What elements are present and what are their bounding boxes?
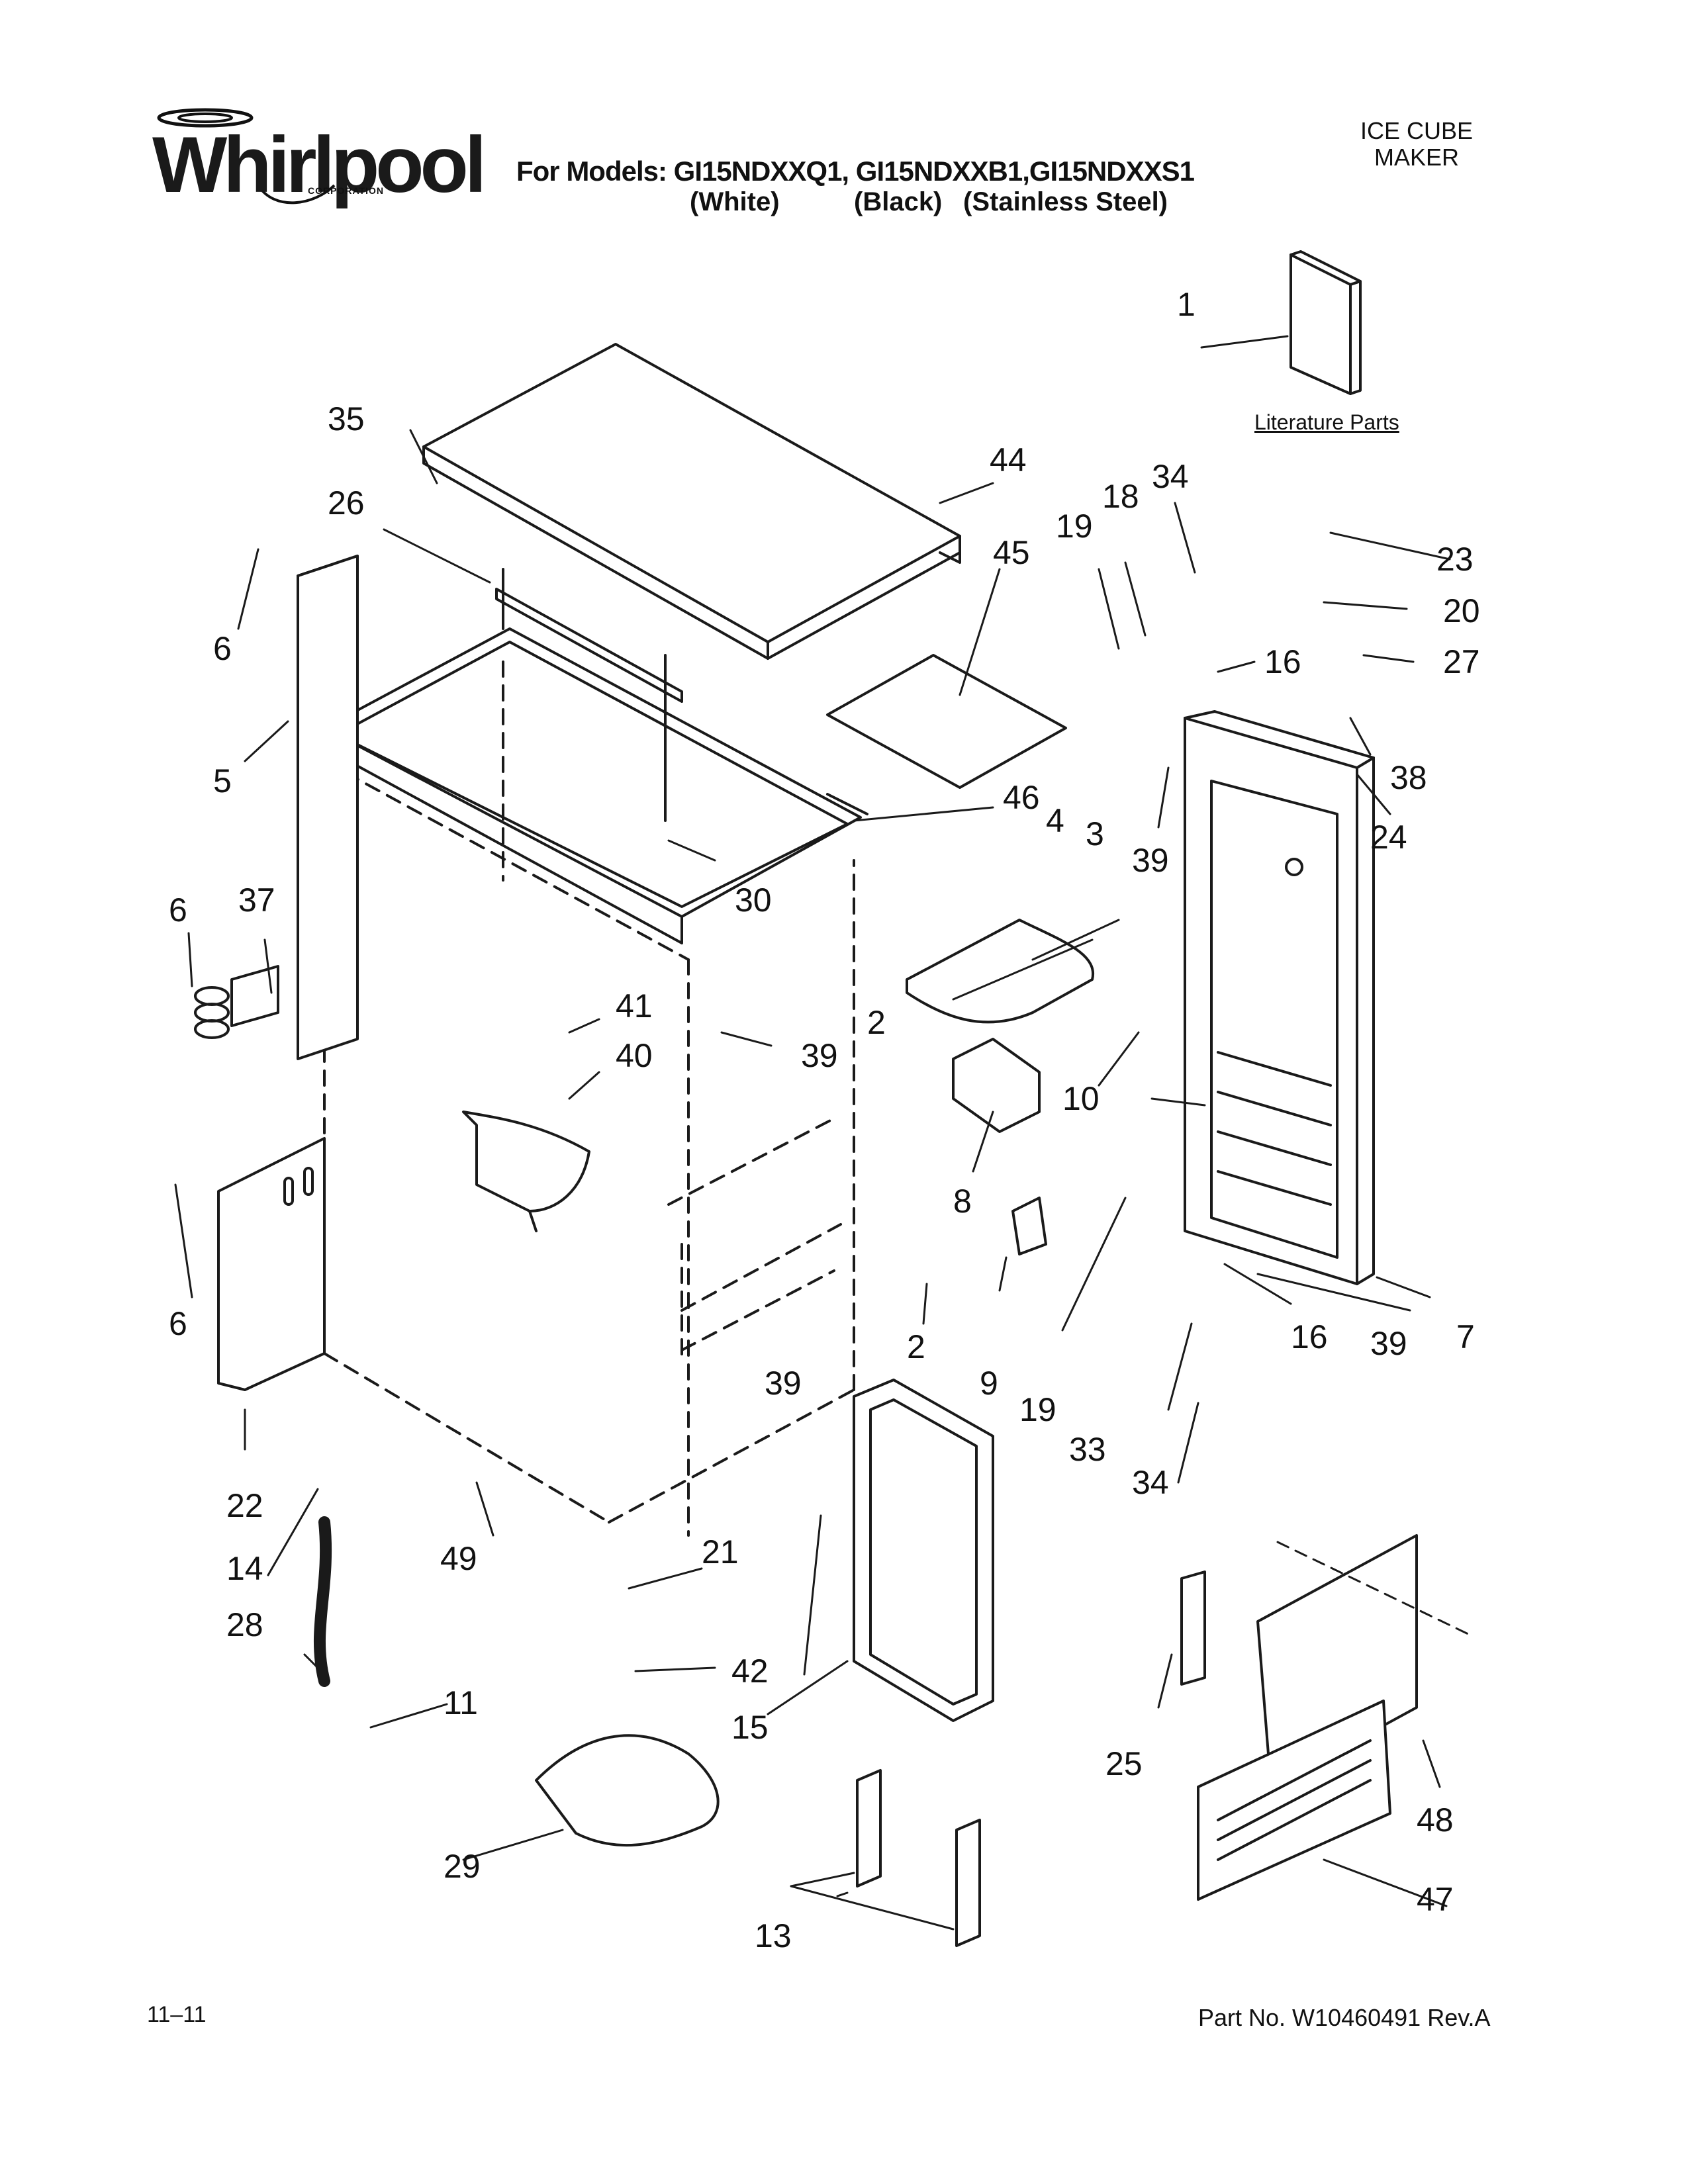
callout-22: 22 — [226, 1487, 263, 1524]
callout-37: 37 — [238, 882, 275, 919]
door-latch — [1011, 1197, 1047, 1255]
callout-33: 33 — [1069, 1431, 1106, 1468]
callout-26: 26 — [328, 484, 365, 522]
callout-6-bottom: 6 — [169, 1305, 187, 1342]
back-panel — [297, 555, 359, 1060]
literature-booklet — [1289, 250, 1362, 395]
callout-23: 23 — [1436, 541, 1474, 578]
cabinet-top-frame — [323, 627, 862, 944]
variant-stainless: (Stainless Steel) — [963, 187, 1168, 216]
insulation-pad — [826, 654, 1067, 789]
callout-30: 30 — [735, 882, 772, 919]
callout-10: 10 — [1062, 1080, 1100, 1117]
callout-7: 7 — [1456, 1318, 1475, 1355]
callout-39-right: 39 — [1370, 1325, 1407, 1362]
cabinet-door — [1184, 710, 1375, 1285]
bin-shelf — [906, 919, 1095, 1024]
callout-39-bottom: 39 — [765, 1365, 802, 1402]
callout-20: 20 — [1443, 592, 1480, 629]
callout-15: 15 — [731, 1709, 769, 1746]
scoop-holder — [952, 1038, 1041, 1133]
callout-40: 40 — [616, 1037, 653, 1074]
callout-2: 2 — [867, 1004, 886, 1041]
callout-35: 35 — [328, 400, 365, 437]
callout-29: 29 — [444, 1848, 481, 1885]
front-rail — [495, 568, 683, 822]
brand-name: Whirlpool — [152, 120, 487, 209]
part-number: Part No. W10460491 Rev.A — [1198, 2004, 1491, 2031]
callout-1: 1 — [1177, 286, 1196, 323]
hinge-bracket — [194, 965, 279, 1039]
whirlpool-logo: Whirlpool CORPORATION — [142, 106, 487, 218]
callout-27: 27 — [1443, 643, 1480, 680]
gasket-strip — [826, 793, 868, 815]
literature-parts-label: Literature Parts — [1254, 410, 1399, 434]
cabinet-outline-dashed — [323, 660, 855, 1537]
variant-black: (Black) — [854, 187, 943, 216]
callout-41: 41 — [616, 987, 653, 1024]
brand-sub: CORPORATION — [308, 185, 384, 196]
trim-strips — [856, 1769, 981, 1947]
callout-13: 13 — [755, 1917, 792, 1954]
callout-39-mid: 39 — [801, 1037, 838, 1074]
callout-16-top: 16 — [1264, 643, 1301, 680]
callout-19-top: 19 — [1056, 508, 1093, 545]
callout-18: 18 — [1102, 478, 1139, 515]
callout-44: 44 — [990, 441, 1027, 478]
callout-3: 3 — [1086, 815, 1104, 852]
callout-21: 21 — [702, 1533, 739, 1570]
models-line: For Models: GI15NDXXQ1, GI15NDXXB1,GI15N… — [516, 156, 1195, 187]
callout-28: 28 — [226, 1606, 263, 1643]
revision-date: 11–11 — [147, 2002, 207, 2027]
callout-46: 46 — [1003, 779, 1040, 816]
callout-19-bottom: 19 — [1019, 1391, 1056, 1428]
callout-38: 38 — [1390, 759, 1427, 796]
callout-4: 4 — [1046, 802, 1064, 839]
leader-lines — [174, 335, 1471, 1931]
variant-white: (White) — [690, 187, 780, 216]
kickplate-grille — [1197, 1534, 1418, 1901]
callout-8: 8 — [953, 1183, 972, 1220]
callout-48: 48 — [1417, 1801, 1454, 1839]
document-type: ICE CUBE MAKER — [1350, 118, 1483, 171]
callout-34-bottom: 34 — [1132, 1464, 1169, 1501]
callout-25: 25 — [1105, 1745, 1143, 1782]
kick-bracket — [1180, 1570, 1206, 1686]
callout-6-mid: 6 — [169, 891, 187, 929]
callout-11: 11 — [444, 1684, 478, 1721]
callout-16-bottom: 16 — [1291, 1318, 1328, 1355]
callout-42: 42 — [731, 1653, 769, 1690]
callout-14: 14 — [226, 1550, 263, 1587]
callout-24: 24 — [1370, 819, 1407, 856]
side-panel — [217, 1137, 326, 1391]
doc-type-line1: ICE CUBE — [1360, 117, 1474, 144]
logo-swirl-icon — [157, 108, 336, 205]
drain-pan — [535, 1734, 720, 1847]
callout-39-door: 39 — [1132, 842, 1169, 879]
door-gasket — [853, 1379, 994, 1722]
callout-5: 5 — [213, 762, 232, 799]
callout-49: 49 — [440, 1540, 477, 1577]
callout-45: 45 — [993, 534, 1030, 571]
doc-type-line2: MAKER — [1374, 144, 1460, 171]
callout-2-lower: 2 — [907, 1328, 925, 1365]
callout-9: 9 — [980, 1365, 998, 1402]
drain-hose — [313, 1516, 332, 1687]
callout-47: 47 — [1417, 1881, 1454, 1918]
callout-34-top: 34 — [1152, 458, 1189, 495]
evaporator-cover — [462, 1111, 590, 1232]
callout-6-top: 6 — [213, 630, 232, 667]
